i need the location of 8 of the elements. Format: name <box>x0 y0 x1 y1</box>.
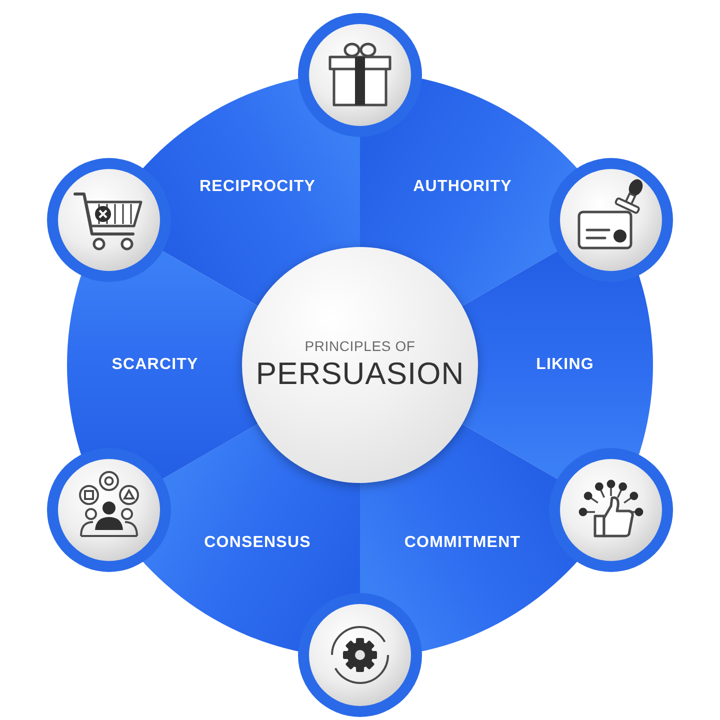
segment-label: LIKING <box>536 356 594 374</box>
segment-label: RECIPROCITY <box>200 178 316 196</box>
heading-text: PRINCIPLES OF <box>304 339 416 355</box>
segment-label: COMMITMENT <box>404 534 521 552</box>
segment-label: AUTHORITY <box>413 178 512 196</box>
segment-label: CONSENSUS <box>204 534 311 552</box>
title-text: PERSUASION <box>256 356 464 391</box>
segment-label: SCARCITY <box>112 356 198 374</box>
